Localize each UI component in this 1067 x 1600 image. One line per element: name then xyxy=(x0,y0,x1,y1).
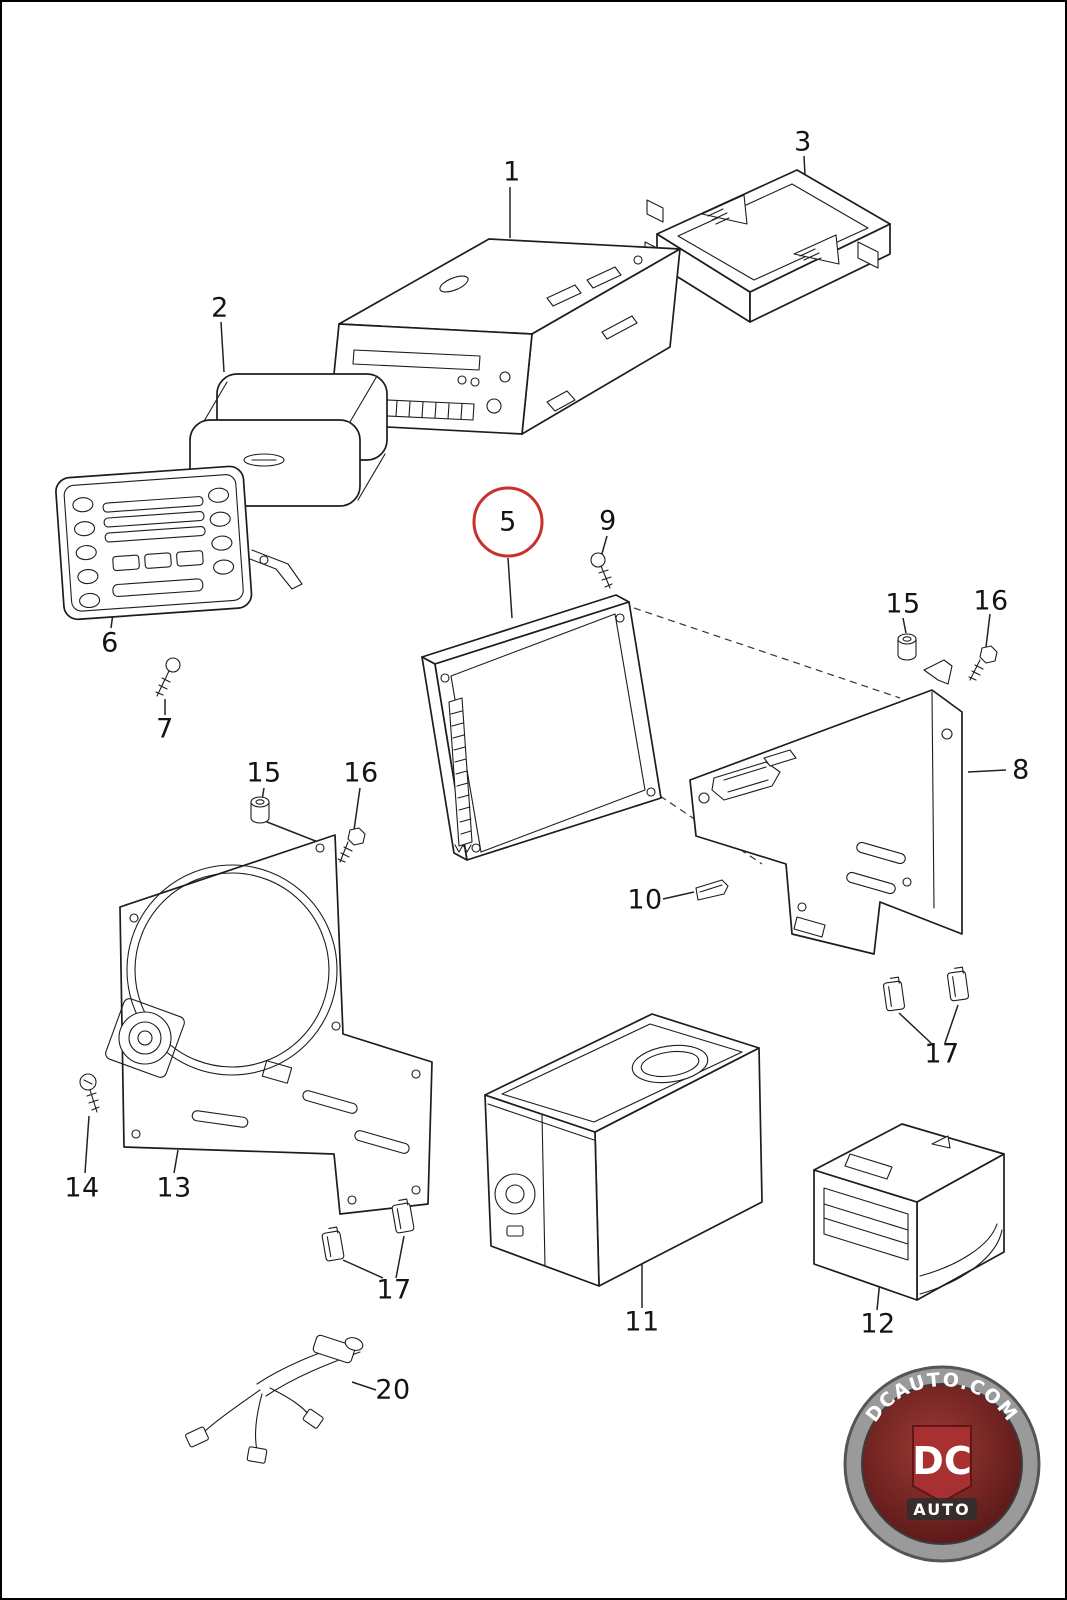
speaker-bracket-drawing xyxy=(105,834,433,1215)
callout-part-16-left: 16 xyxy=(343,757,379,789)
callout-part-15-left: 15 xyxy=(246,757,282,789)
callout-part-12: 12 xyxy=(860,1308,896,1340)
spacer-drawing-15-right xyxy=(897,633,917,661)
callout-part-13: 13 xyxy=(156,1172,192,1204)
callout-part-7: 7 xyxy=(156,713,174,745)
logo-initials-text: DC xyxy=(912,1439,971,1483)
clip-drawing-10 xyxy=(695,879,729,901)
bolt-drawing-16-right xyxy=(968,645,998,681)
dcauto-logo: DCAUTO.COM DC AUTO xyxy=(843,1365,1041,1563)
callout-part-5: 5 xyxy=(499,506,517,538)
mounting-cage-drawing xyxy=(644,169,891,323)
callout-part-2: 2 xyxy=(211,292,229,324)
callout-part-9: 9 xyxy=(599,505,617,537)
callout-part-3: 3 xyxy=(794,126,812,158)
callout-part-1: 1 xyxy=(503,156,521,188)
callout-part-17-left: 17 xyxy=(376,1274,412,1306)
callout-part-17-right: 17 xyxy=(924,1038,960,1070)
callout-part-20: 20 xyxy=(375,1374,411,1406)
callout-part-10: 10 xyxy=(627,884,663,916)
callout-part-11: 11 xyxy=(624,1306,660,1338)
callout-part-8: 8 xyxy=(1012,754,1030,786)
screw-drawing-9 xyxy=(590,552,613,589)
wiring-harness-drawing xyxy=(185,1334,364,1464)
callout-part-16-right: 16 xyxy=(973,585,1009,617)
retainer-clips-drawing-17-right xyxy=(882,966,970,1012)
amplifier-drawing xyxy=(421,594,662,861)
callout-part-14: 14 xyxy=(64,1172,100,1204)
highlight-circle-part-5 xyxy=(472,486,544,558)
logo-name-text: AUTO xyxy=(913,1500,970,1519)
radio-faceplate-drawing xyxy=(55,465,303,621)
screw-drawing-7 xyxy=(155,657,181,697)
console-box-drawing xyxy=(484,1013,763,1287)
retainer-clips-drawing-17-left xyxy=(321,1198,415,1262)
mounting-bracket-drawing xyxy=(689,659,963,955)
callout-part-6: 6 xyxy=(101,627,119,659)
callout-part-15-right: 15 xyxy=(885,588,921,620)
radio-head-unit-drawing xyxy=(328,238,681,435)
screw-drawing-14 xyxy=(79,1073,100,1113)
cd-magazine-drawing xyxy=(813,1123,1005,1301)
